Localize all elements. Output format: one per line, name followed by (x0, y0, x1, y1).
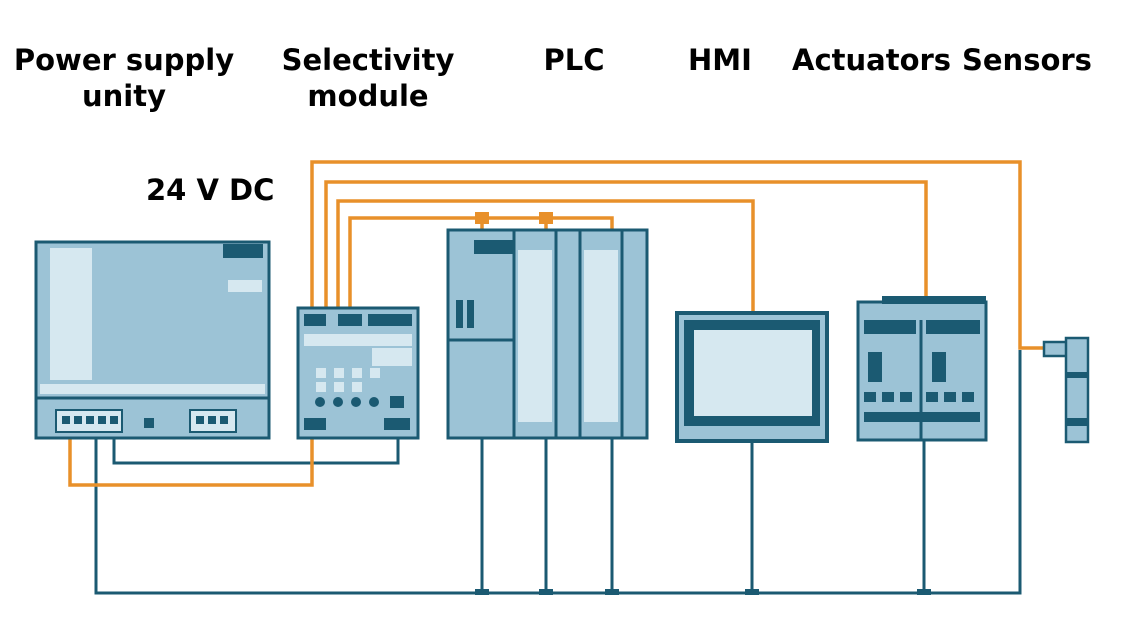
label-actuators: Actuators (792, 43, 952, 77)
positive-tap (475, 212, 489, 224)
ground-wiring (94, 350, 1022, 595)
power-supply-unit (34, 240, 271, 440)
hmi (675, 311, 829, 443)
positive-taps (475, 212, 553, 224)
ground-taps (475, 589, 931, 595)
label-power-supply: Power supply unity (13, 43, 235, 113)
ground-bus (94, 350, 1022, 595)
wire-to-hmi (336, 199, 755, 314)
label-hmi: HMI (688, 43, 752, 77)
wire-to-sensors (310, 160, 1048, 350)
ground-psu-to-selectivity (112, 425, 400, 465)
ground-tap (475, 589, 489, 595)
positive-wiring (68, 160, 1048, 487)
positive-tap (539, 212, 553, 224)
ground-tap (917, 589, 931, 595)
sensor (1042, 336, 1090, 444)
ground-tap (539, 589, 553, 595)
label-plc: PLC (543, 43, 605, 77)
ground-tap (745, 589, 759, 595)
plc (446, 228, 649, 440)
label-voltage: 24 V DC (146, 173, 275, 207)
wire-to-actuators (324, 180, 928, 310)
actuators (856, 296, 988, 442)
ground-tap (605, 589, 619, 595)
selectivity-module (296, 306, 420, 440)
label-sensors: Sensors (962, 43, 1092, 77)
wire-psu-to-selectivity (68, 430, 314, 487)
label-selectivity-module: Selectivity module (281, 43, 455, 113)
